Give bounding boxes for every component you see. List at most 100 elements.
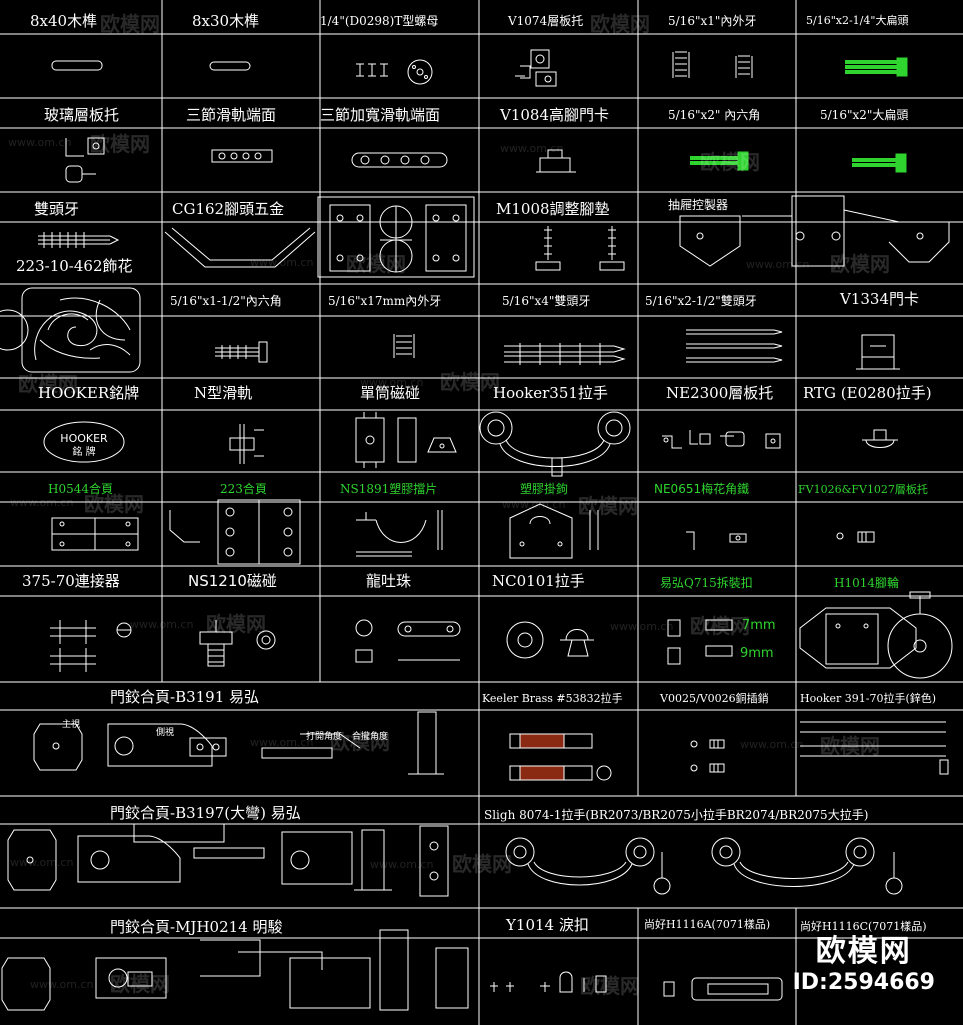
cell-label: H1014腳輪	[834, 576, 900, 590]
threaded-insert-drawing	[672, 51, 753, 78]
cell-label: 單筒磁碰	[360, 384, 421, 402]
watermark-url: www.om.cn	[130, 618, 194, 631]
cell-label: 門鉸合頁-B3197(大彎) 易弘	[110, 804, 301, 822]
knob-drawing	[862, 429, 898, 448]
cell-label: Hooker351拉手	[493, 384, 608, 402]
cell-label: NS1891塑膠擋片	[340, 482, 438, 496]
hinge-note: 主視	[62, 720, 81, 730]
cell-label: 尚好H1116C(7071樣品)	[800, 920, 927, 933]
watermark-text: 欧模网	[700, 150, 760, 174]
bolt-green-drawing-2	[852, 153, 907, 173]
door-catch-drawing	[856, 334, 900, 370]
cell-label: V0025/V0026銅插銷	[660, 692, 769, 705]
mjh0214-hinge-drawing	[1, 929, 469, 1011]
t-nut-drawing	[356, 59, 433, 85]
watermark-text: 欧模网	[100, 12, 160, 36]
cell-label: V1334門卡	[840, 290, 920, 308]
cell-label: 8x40木榫	[30, 12, 98, 30]
hooker-bar-pull-drawing	[800, 721, 949, 775]
cell-label: 5/16"x17mm內外牙	[328, 294, 442, 308]
dimension-7mm: 7mm	[742, 618, 776, 633]
cell-label: 三節加寬滑軌端面	[320, 106, 441, 124]
cell-label: 尚好H1116A(7071樣品)	[644, 918, 771, 931]
watermark-text: 欧模网	[578, 494, 638, 518]
hinge-note: 打開角度	[306, 732, 343, 742]
corner-iron-drawing	[686, 531, 747, 550]
q715-knockdown-fitting-drawing	[667, 619, 733, 665]
cell-label: 三節滑軌端面	[186, 106, 277, 124]
fv-shelf-support-drawing	[836, 531, 875, 543]
bail-pull-drawing	[479, 411, 631, 477]
223-hinge-drawing	[169, 499, 301, 565]
cell-label: NS1210磁碰	[188, 572, 277, 590]
watermark-text: 欧模网	[440, 370, 500, 394]
cell-label: 易弘Q715拆裝扣	[660, 576, 753, 590]
cell-label: 龍吐珠	[366, 572, 412, 590]
cell-label: NE2300層板托	[666, 384, 774, 402]
plate-text-line1: HOOKER	[60, 432, 108, 445]
hex-bolt-drawing	[215, 341, 268, 363]
cell-label: FV1026&FV1027層板托	[798, 483, 928, 496]
ns1210-catch-drawing	[199, 620, 276, 667]
cell-label: NE0651梅花角鐵	[654, 482, 750, 496]
drawer-stop-drawing	[679, 195, 950, 267]
cell-label: V1084高腳門卡	[500, 106, 610, 124]
watermark-url: www.om.cn	[8, 136, 72, 149]
insert-drawing	[393, 334, 415, 358]
cell-label: 5/16"x2" 內六角	[668, 108, 761, 122]
cell-label: N型滑軌	[194, 384, 253, 402]
cell-label: 1/4"(D0298)T型螺母	[320, 14, 439, 28]
cell-label: NC0101拉手	[492, 572, 585, 590]
cell-label: 雙頭牙	[34, 200, 80, 218]
cell-label: 5/16"x2-1/4"大扁頭	[806, 14, 909, 27]
cell-label: 5/16"x4"雙頭牙	[502, 294, 591, 308]
ornament-drawing	[0, 287, 141, 373]
hardware-drawings: HOOKER 銘 牌	[0, 49, 953, 1011]
watermark-url: www.om.cn	[500, 142, 564, 155]
cell-label: 223-10-462飾花	[16, 257, 133, 275]
keeler-pull-drawing	[509, 733, 612, 781]
watermark-url: www.om.cn	[502, 498, 566, 511]
glass-shelf-support-drawing	[65, 137, 105, 183]
n-slide-drawing	[229, 424, 264, 464]
cell-label: 5/16"x2-1/2"雙頭牙	[645, 294, 757, 308]
watermark-text: 欧模网	[590, 12, 650, 36]
sligh-pull-drawing	[505, 837, 903, 895]
cell-label: 223合頁	[220, 482, 267, 496]
hex-bolt-green-drawing	[690, 151, 749, 171]
watermark-text: 欧模网	[580, 974, 640, 998]
foot-hardware-drawing	[164, 196, 475, 278]
h1116a-drawing	[663, 977, 783, 1001]
cell-label: 375-70連接器	[22, 572, 120, 590]
dragon-pearl-catch-drawing	[355, 619, 461, 663]
watermark-text: 欧模网	[110, 972, 170, 996]
cell-label: 門鉸合頁-MJH0214 明駿	[110, 918, 283, 936]
connector-drawing	[50, 620, 132, 672]
watermark-text: 欧模网	[90, 132, 150, 156]
watermark-text: 欧模网	[330, 730, 390, 754]
plastic-stop-drawing	[356, 510, 443, 557]
cell-label: 5/16"x1-1/2"內六角	[170, 294, 282, 308]
dowel-drawing	[209, 61, 251, 71]
watermark-url: www.om.cn	[250, 256, 314, 269]
shelf-pin-set-drawing	[662, 430, 781, 449]
watermark-url: www.om.cn	[10, 856, 74, 869]
cell-label: Sligh 8074-1拉手(BR2073/BR2075小拉手BR2074/BR…	[484, 808, 869, 822]
slide-end-drawing	[211, 149, 273, 163]
double-screw-set-drawing	[686, 329, 783, 363]
cell-label: H0544合頁	[48, 482, 114, 496]
watermark-text: 欧模网	[452, 852, 512, 876]
shelf-support-drawing	[515, 49, 557, 87]
hinge-note: 合攏角度	[352, 732, 389, 742]
cell-label: M1008調整腳墊	[496, 200, 610, 218]
watermark-text: 欧模网	[206, 612, 266, 636]
h0544-hinge-drawing	[51, 517, 139, 551]
bolt-green-drawing	[845, 57, 908, 77]
cell-label: V1074層板托	[508, 14, 584, 28]
hooker-plate-drawing	[43, 421, 125, 463]
watermark-text: 欧模网	[830, 252, 890, 276]
watermark-text: 欧模网	[18, 372, 78, 396]
high-door-catch-drawing	[536, 149, 576, 173]
